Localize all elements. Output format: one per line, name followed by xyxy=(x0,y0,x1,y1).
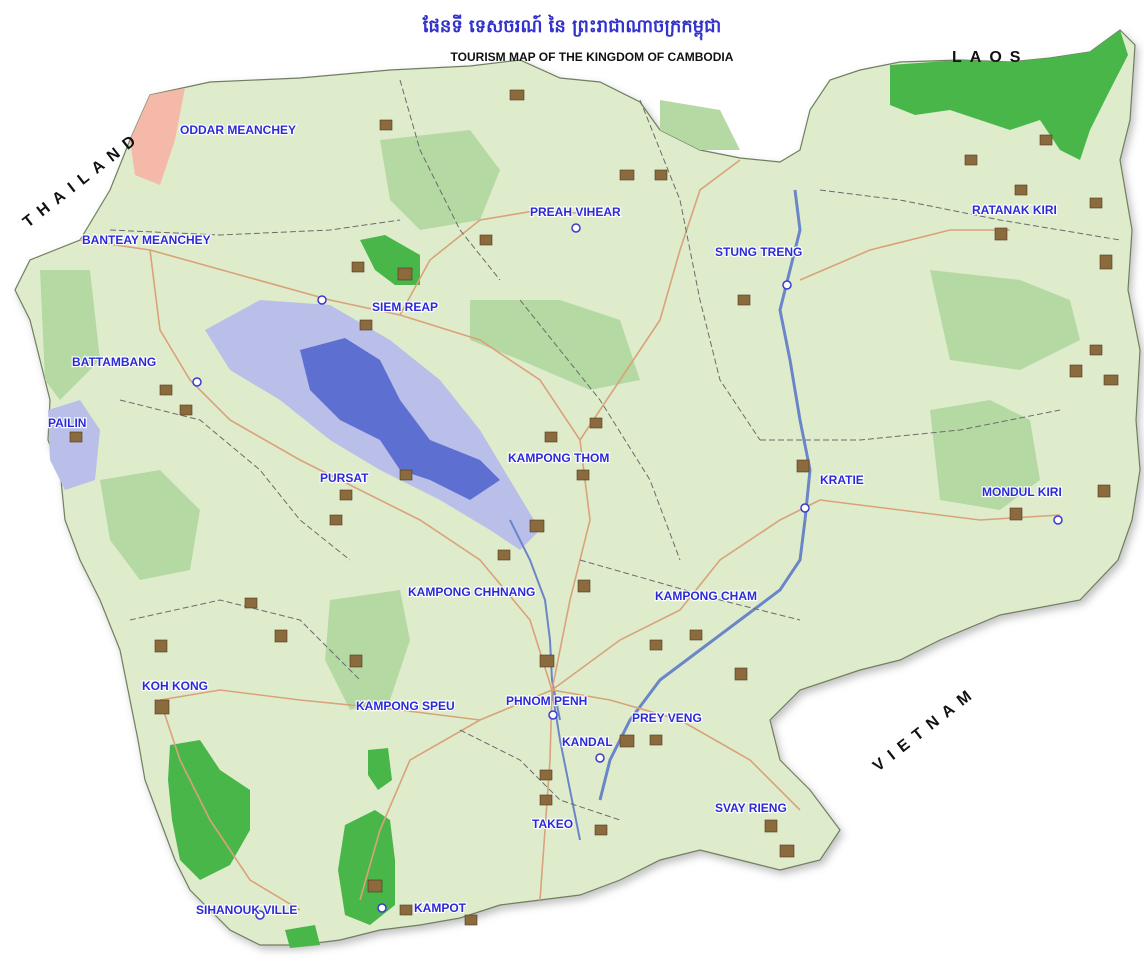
forest-zone xyxy=(470,300,640,390)
province-label-kandal: KANDAL xyxy=(562,735,613,749)
pailin-lake-area xyxy=(48,400,100,490)
province-label-pursat: PURSAT xyxy=(320,471,369,485)
tonle-sap-inner xyxy=(300,338,500,500)
forest-zone xyxy=(930,400,1040,510)
forest-zone xyxy=(100,470,200,580)
forest-zone xyxy=(325,590,410,710)
national-park xyxy=(168,740,250,880)
province-label-kampong-cham: KAMPONG CHAM xyxy=(655,589,757,603)
province-label-oddar-meanchey: ODDAR MEANCHEY xyxy=(180,123,296,137)
forest-zone xyxy=(380,130,500,230)
forest-zone xyxy=(440,130,470,155)
province-label-siem-reap: SIEM REAP xyxy=(372,300,438,314)
province-markers xyxy=(192,223,1063,920)
forest-zone xyxy=(930,270,1080,370)
province-label-preah-vihear: PREAH VIHEAR xyxy=(530,205,621,219)
province-label-battambang: BATTAMBANG xyxy=(72,355,156,369)
province-label-kampot: KAMPOT xyxy=(414,901,467,915)
province-label-stung-treng: STUNG TRENG xyxy=(715,245,802,259)
forest-zone xyxy=(40,270,100,400)
province-label-sihanouk-ville: SIHANOUK VILLE xyxy=(196,903,297,917)
tourism-site-icons xyxy=(69,89,1119,926)
country-label-laos: LAOS xyxy=(952,49,1028,66)
province-label-svay-rieng: SVAY RIENG xyxy=(715,801,787,815)
pink-area xyxy=(130,88,185,185)
country-label-vietnam: VIETNAM xyxy=(870,683,981,775)
national-park xyxy=(890,30,1128,160)
province-label-kampong-thom: KAMPONG THOM xyxy=(508,451,609,465)
province-label-kratie: KRATIE xyxy=(820,473,864,487)
province-borders xyxy=(109,79,1121,821)
cambodia-land xyxy=(14,29,1141,946)
national-park xyxy=(368,748,392,790)
national-park xyxy=(338,810,395,925)
province-label-mondul-kiri: MONDUL KIRI xyxy=(982,485,1062,499)
province-label-banteay-meanchey: BANTEAY MEANCHEY xyxy=(82,233,211,247)
province-label-ratanak-kiri: RATANAK KIRI xyxy=(972,203,1057,217)
forest-zone xyxy=(660,100,740,150)
province-label-prey-veng: PREY VENG xyxy=(632,711,702,725)
province-label-takeo: TAKEO xyxy=(532,817,573,831)
province-label-koh-kong: KOH KONG xyxy=(142,679,208,693)
province-label-kampong-speu: KAMPONG SPEU xyxy=(356,699,455,713)
province-label-pailin: PAILIN xyxy=(48,416,86,430)
roads xyxy=(79,159,1061,911)
province-label-phnom-penh: PHNOM PENH xyxy=(506,694,587,708)
map-title-khmer: ផែនទី ទេសចរណ៍ នៃ ព្រះរាជាណាចក្រកម្ពុជា xyxy=(422,16,722,37)
map-title-english: TOURISM MAP OF THE KINGDOM OF CAMBODIA xyxy=(450,50,734,64)
mekong-river xyxy=(598,189,812,801)
province-label-kampong-chhnang: KAMPONG CHHNANG xyxy=(408,585,535,599)
national-park xyxy=(285,925,320,948)
